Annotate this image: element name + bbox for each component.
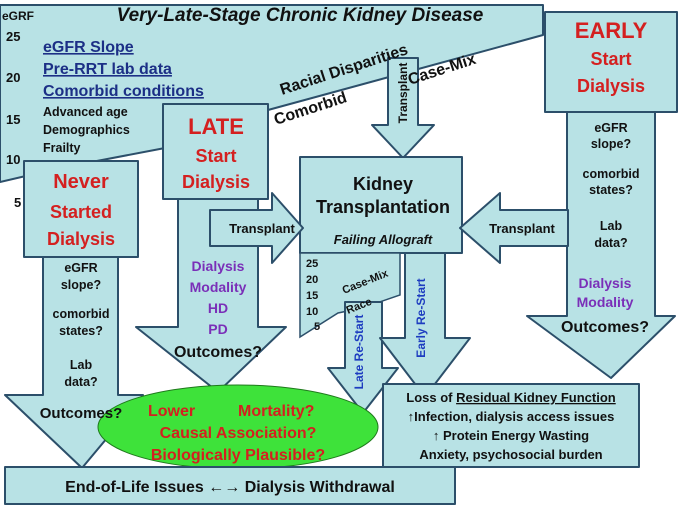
late-restart-arrow xyxy=(327,301,399,414)
late-modality: PD xyxy=(208,321,227,337)
transplantation-label: Transplantation xyxy=(316,197,450,217)
never-question: eGFR xyxy=(64,261,97,275)
early-question: eGFR xyxy=(594,121,627,135)
early-dialysis-label: Dialysis xyxy=(577,76,645,96)
never-dialysis-label: Dialysis xyxy=(47,229,115,249)
late-dialysis-label: Dialysis xyxy=(182,172,250,192)
residual-function-box xyxy=(382,383,640,468)
transplant-text: Transplant Kidney Transplantation Failin… xyxy=(229,63,555,390)
late-modality: Dialysis xyxy=(192,258,245,274)
egfr-axis-ticks: 25 20 15 10 5 xyxy=(6,29,21,210)
early-question: data? xyxy=(594,236,627,250)
mini-tick: 5 xyxy=(314,321,320,333)
end-of-life-bar xyxy=(4,466,456,505)
residual-line2: ↑Infection, dialysis access issues xyxy=(408,409,615,424)
residual-line3: ↑ Protein Energy Wasting xyxy=(433,428,589,443)
early-modality: Dialysis xyxy=(579,275,632,291)
early-start-group xyxy=(526,11,678,379)
early-restart-label: Early Re-Start xyxy=(414,278,428,357)
biologically-plausible-label: Biologically Plausible? xyxy=(151,447,325,464)
diagram-title: Very-Late-Stage Chronic Kidney Disease xyxy=(117,5,484,26)
never-question: data? xyxy=(64,375,97,389)
late-start-text: LATE Start Dialysis Dialysis Modality HD… xyxy=(174,114,262,361)
factor-comorbid: Comorbid conditions xyxy=(43,83,204,100)
transplant-right-arrow xyxy=(459,192,569,264)
top-transplant-label: Transplant xyxy=(396,63,410,124)
factor-advanced-age: Advanced age xyxy=(43,105,128,119)
late-modality: Modality xyxy=(190,279,247,295)
egfr-tick: 5 xyxy=(14,195,21,210)
transplant-group xyxy=(209,57,569,414)
factor-pre-rrt-lab: Pre-RRT lab data xyxy=(43,61,172,78)
late-start-box xyxy=(162,103,269,200)
egfr-tick: 25 xyxy=(6,29,20,44)
residual-line1: Loss of Residual Kidney Function xyxy=(406,390,616,405)
never-label: Never xyxy=(53,171,109,193)
early-question: states? xyxy=(589,183,633,197)
factor-frailty: Frailty xyxy=(43,141,81,155)
transplant-left-arrow xyxy=(209,192,304,264)
early-start-box xyxy=(544,11,678,113)
egfr-tick: 15 xyxy=(6,112,20,127)
late-label: LATE xyxy=(188,114,244,139)
never-question: states? xyxy=(59,324,103,338)
mortality-label: Mortality? xyxy=(238,403,314,420)
ckd-factors: eGFR Slope Pre-RRT lab data Comorbid con… xyxy=(43,39,204,155)
transplant-box xyxy=(299,156,463,254)
left-transplant-label: Transplant xyxy=(229,221,295,236)
early-start-label: Start xyxy=(590,49,631,69)
egfr-tick: 20 xyxy=(6,70,20,85)
never-started-box xyxy=(23,160,139,258)
late-start-group xyxy=(135,103,287,393)
kidney-label: Kidney xyxy=(353,174,413,194)
early-label: EARLY xyxy=(575,18,648,43)
failing-allograft-label: Failing Allograft xyxy=(334,232,433,247)
ellipse-text: Lower Mortality? Causal Association? Bio… xyxy=(148,403,325,464)
early-modality: Modality xyxy=(577,294,634,310)
mini-tick: 10 xyxy=(306,306,318,318)
transplant-top-arrow xyxy=(371,57,435,159)
end-of-life-label: End-of-Life Issues ←→ Dialysis Withdrawa… xyxy=(65,479,395,496)
mini-tick: 25 xyxy=(306,258,318,270)
egfr-tick: 10 xyxy=(6,152,20,167)
never-question: slope? xyxy=(61,278,101,292)
early-start-text: EARLY Start Dialysis eGFR slope? comorbi… xyxy=(561,18,649,336)
residual-underlined: Residual Kidney Function xyxy=(456,390,616,405)
early-question: Lab xyxy=(600,219,623,233)
residual-line4: Anxiety, psychosocial burden xyxy=(419,447,602,462)
early-question: slope? xyxy=(591,137,631,151)
never-question: comorbid xyxy=(53,307,110,321)
early-outcomes: Outcomes? xyxy=(561,319,649,336)
never-question: Lab xyxy=(70,358,93,372)
early-question: comorbid xyxy=(583,167,640,181)
right-transplant-label: Transplant xyxy=(489,221,555,236)
never-started-label: Started xyxy=(50,202,112,222)
mini-tick: 20 xyxy=(306,274,318,286)
lower-label: Lower xyxy=(148,403,195,420)
late-modality: HD xyxy=(208,300,228,316)
late-outcomes: Outcomes? xyxy=(174,344,262,361)
early-restart-arrow xyxy=(379,252,471,398)
residual-text: Loss of Residual Kidney Function ↑Infect… xyxy=(406,390,616,462)
factor-demographics: Demographics xyxy=(43,123,130,137)
never-outcomes: Outcomes? xyxy=(40,405,123,422)
causal-association-label: Causal Association? xyxy=(160,425,317,442)
late-restart-label: Late Re-Start xyxy=(352,315,366,390)
residual-prefix: Loss of xyxy=(406,390,456,405)
early-start-arrow xyxy=(526,111,676,379)
late-start-label: Start xyxy=(195,146,236,166)
mini-tick: 15 xyxy=(306,290,318,302)
never-started-text: Never Started Dialysis eGFR slope? comor… xyxy=(40,171,123,422)
egfr-axis-label: eGRF xyxy=(2,9,34,23)
factor-egfr-slope: eGFR Slope xyxy=(43,39,134,56)
